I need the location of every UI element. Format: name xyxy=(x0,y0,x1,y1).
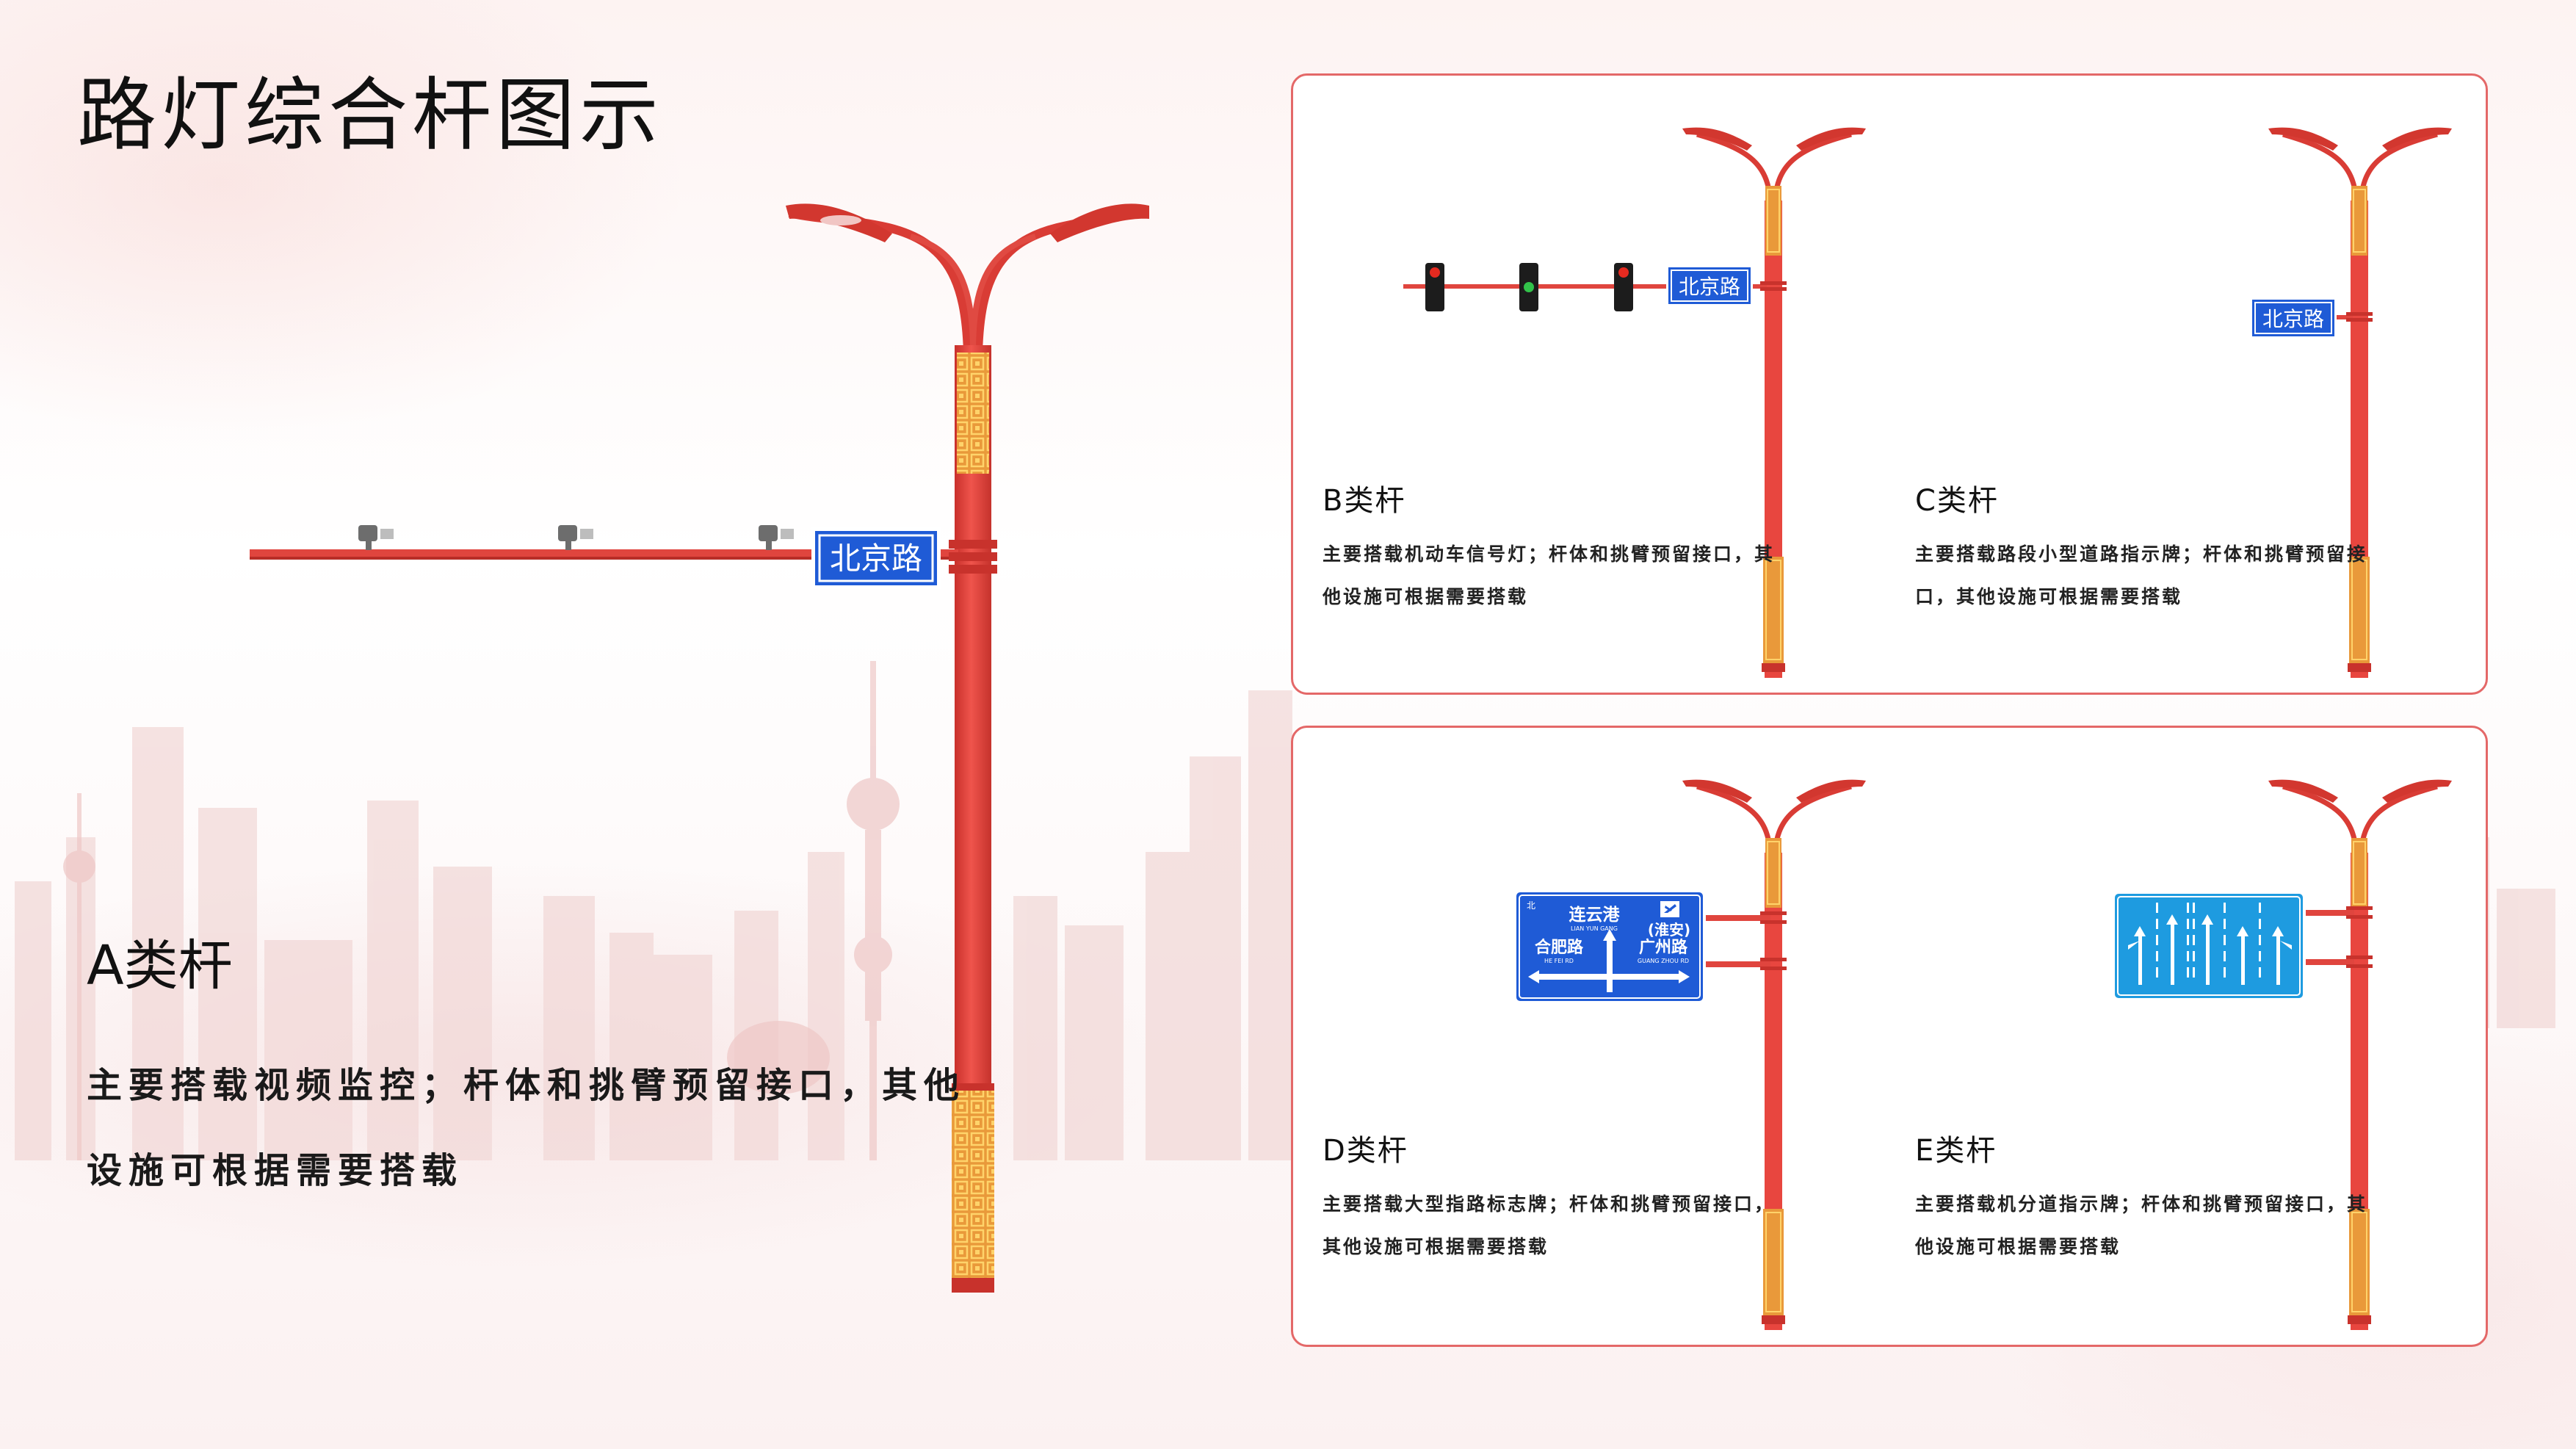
pole-b-description: 主要搭载机动车信号灯；杆体和挑臂预留接口，其他设施可根据需要搭载 xyxy=(1323,543,1776,607)
pole-d-sign-bottom-right: 广州路 xyxy=(1639,938,1688,957)
pole-c-card: 北京路 C类杆 主要搭载路段小型道路指示牌；杆体和挑臂预留接口，其他设施可根据需… xyxy=(1892,76,2490,693)
pole-b-street-sign-text: 北京路 xyxy=(1679,275,1740,299)
pole-d-sign-bottom-left-pinyin: HE FEI RD xyxy=(1544,958,1574,964)
panel-top: 北京路 B类杆 主要搭载机动车信号灯；杆体和挑臂预留接口，其他设施可根据需要搭载… xyxy=(1291,73,2488,695)
pole-a-title: A类杆 xyxy=(87,934,233,997)
pole-d-description: 主要搭载大型指路标志牌；杆体和挑臂预留接口，其他设施可根据需要搭载 xyxy=(1323,1193,1776,1257)
pole-e-title: E类杆 xyxy=(1915,1134,1997,1168)
page-title: 路灯综合杆图示 xyxy=(77,70,664,162)
pole-e-illustration xyxy=(2112,779,2452,1330)
pole-d-sign-top-left: 连云港 xyxy=(1569,905,1621,925)
pole-a-illustration: 北京路 xyxy=(250,203,1149,1293)
pole-d-illustration: 北 连云港 LIAN YUN GANG (淮安) 合肥路 HE FEI RD 广… xyxy=(1513,779,1866,1330)
panel-bottom: 北 连云港 LIAN YUN GANG (淮安) 合肥路 HE FEI RD 广… xyxy=(1291,726,2488,1347)
pole-d-sign-corner-text: 北 xyxy=(1527,900,1535,911)
pole-d-sign-bottom-left: 合肥路 xyxy=(1535,938,1584,957)
pole-e-description: 主要搭载机分道指示牌；杆体和挑臂预留接口，其他设施可根据需要搭载 xyxy=(1915,1193,2368,1257)
pole-a-description: 主要搭载视频监控；杆体和挑臂预留接口，其他设施可根据需要搭载 xyxy=(87,1065,966,1191)
pole-a-street-sign-text: 北京路 xyxy=(830,541,922,577)
pole-c-title: C类杆 xyxy=(1915,484,1999,518)
pole-d-sign-top-right: (淮安) xyxy=(1648,921,1690,939)
city-skyline-illustration xyxy=(15,661,1292,1160)
pole-b-card: 北京路 B类杆 主要搭载机动车信号灯；杆体和挑臂预留接口，其他设施可根据需要搭载 xyxy=(1293,76,1892,693)
airplane-icon xyxy=(1660,901,1679,917)
pole-d-sign-bottom-right-pinyin: GUANG ZHOU RD xyxy=(1638,958,1689,964)
pole-d-title: D类杆 xyxy=(1323,1134,1408,1168)
pole-c-illustration: 北京路 xyxy=(2250,127,2452,678)
pole-b-title: B类杆 xyxy=(1323,484,1406,518)
lane-guidance-sign xyxy=(2112,891,2306,1001)
direction-arrows-icon xyxy=(1528,929,1690,992)
pole-c-description: 主要搭载路段小型道路指示牌；杆体和挑臂预留接口，其他设施可根据需要搭载 xyxy=(1915,543,2368,607)
pole-b-illustration: 北京路 xyxy=(1403,127,1866,678)
pole-d-card: 北 连云港 LIAN YUN GANG (淮安) 合肥路 HE FEI RD 广… xyxy=(1293,728,1892,1345)
pole-c-street-sign-text: 北京路 xyxy=(2262,307,2324,331)
pole-e-card: E类杆 主要搭载机分道指示牌；杆体和挑臂预留接口，其他设施可根据需要搭载 xyxy=(1892,728,2490,1345)
pole-d-sign-top-left-pinyin: LIAN YUN GANG xyxy=(1571,925,1618,932)
